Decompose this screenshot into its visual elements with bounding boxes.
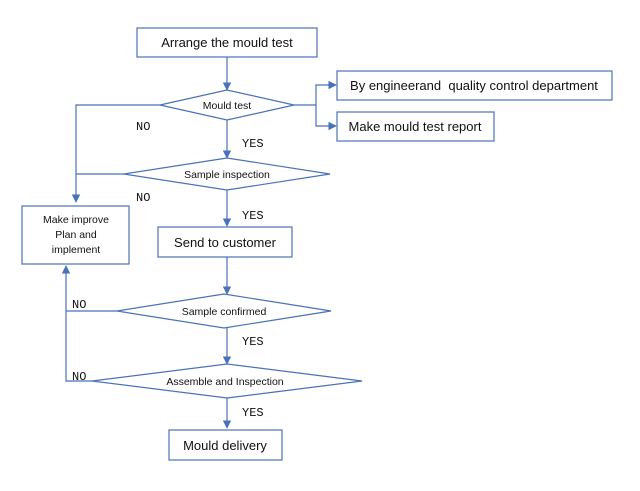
node-make-improve: Make improve Plan and implement — [21, 205, 130, 265]
edge-mould-test-to-engineer — [294, 80, 337, 106]
node-label: Send to customer — [174, 235, 277, 250]
edge-label-no: NO — [72, 298, 86, 312]
edge-mould-test-no — [71, 104, 160, 203]
decision-sample-confirmed: Sample confirmed — [116, 293, 332, 329]
node-mould-delivery: Mould delivery — [168, 429, 283, 461]
edge-label-no: NO — [136, 191, 150, 205]
node-label: Mould delivery — [183, 438, 267, 453]
node-label-line-3: implement — [52, 244, 101, 256]
decision-sample-inspection: Sample inspection — [123, 157, 331, 191]
decision-label: Sample inspection — [184, 169, 270, 181]
edge-assemble-no — [61, 265, 92, 382]
edge-labels: NO YES NO YES NO YES NO YES — [72, 120, 264, 420]
decision-mould-test: Mould test — [159, 89, 295, 121]
edge-label-no: NO — [72, 370, 86, 384]
decision-label: Assemble and Inspection — [166, 376, 283, 388]
node-mould-test-report: Make mould test report — [336, 111, 495, 142]
node-label-line-2: Plan and — [55, 229, 97, 241]
decision-label: Mould test — [203, 100, 252, 112]
edge-label-yes: YES — [242, 406, 264, 420]
edge-label-yes: YES — [242, 209, 264, 223]
node-send-to-customer: Send to customer — [157, 226, 293, 258]
node-label: Make mould test report — [349, 119, 482, 134]
node-label-line-1: Make improve — [43, 214, 109, 226]
node-label: By engineerand quality control departmen… — [350, 78, 598, 93]
decision-label: Sample confirmed — [182, 306, 267, 318]
edge-mould-test-to-report — [315, 105, 337, 131]
edge-label-yes: YES — [242, 335, 264, 349]
node-label: Arrange the mould test — [161, 35, 293, 50]
decision-assemble-inspection: Assemble and Inspection — [91, 363, 363, 399]
node-arrange-mould-test: Arrange the mould test — [136, 27, 318, 58]
edge-label-no: NO — [136, 120, 150, 134]
edge-label-yes: YES — [242, 137, 264, 151]
node-engineer-qc: By engineerand quality control departmen… — [336, 70, 613, 101]
edges — [61, 57, 337, 429]
